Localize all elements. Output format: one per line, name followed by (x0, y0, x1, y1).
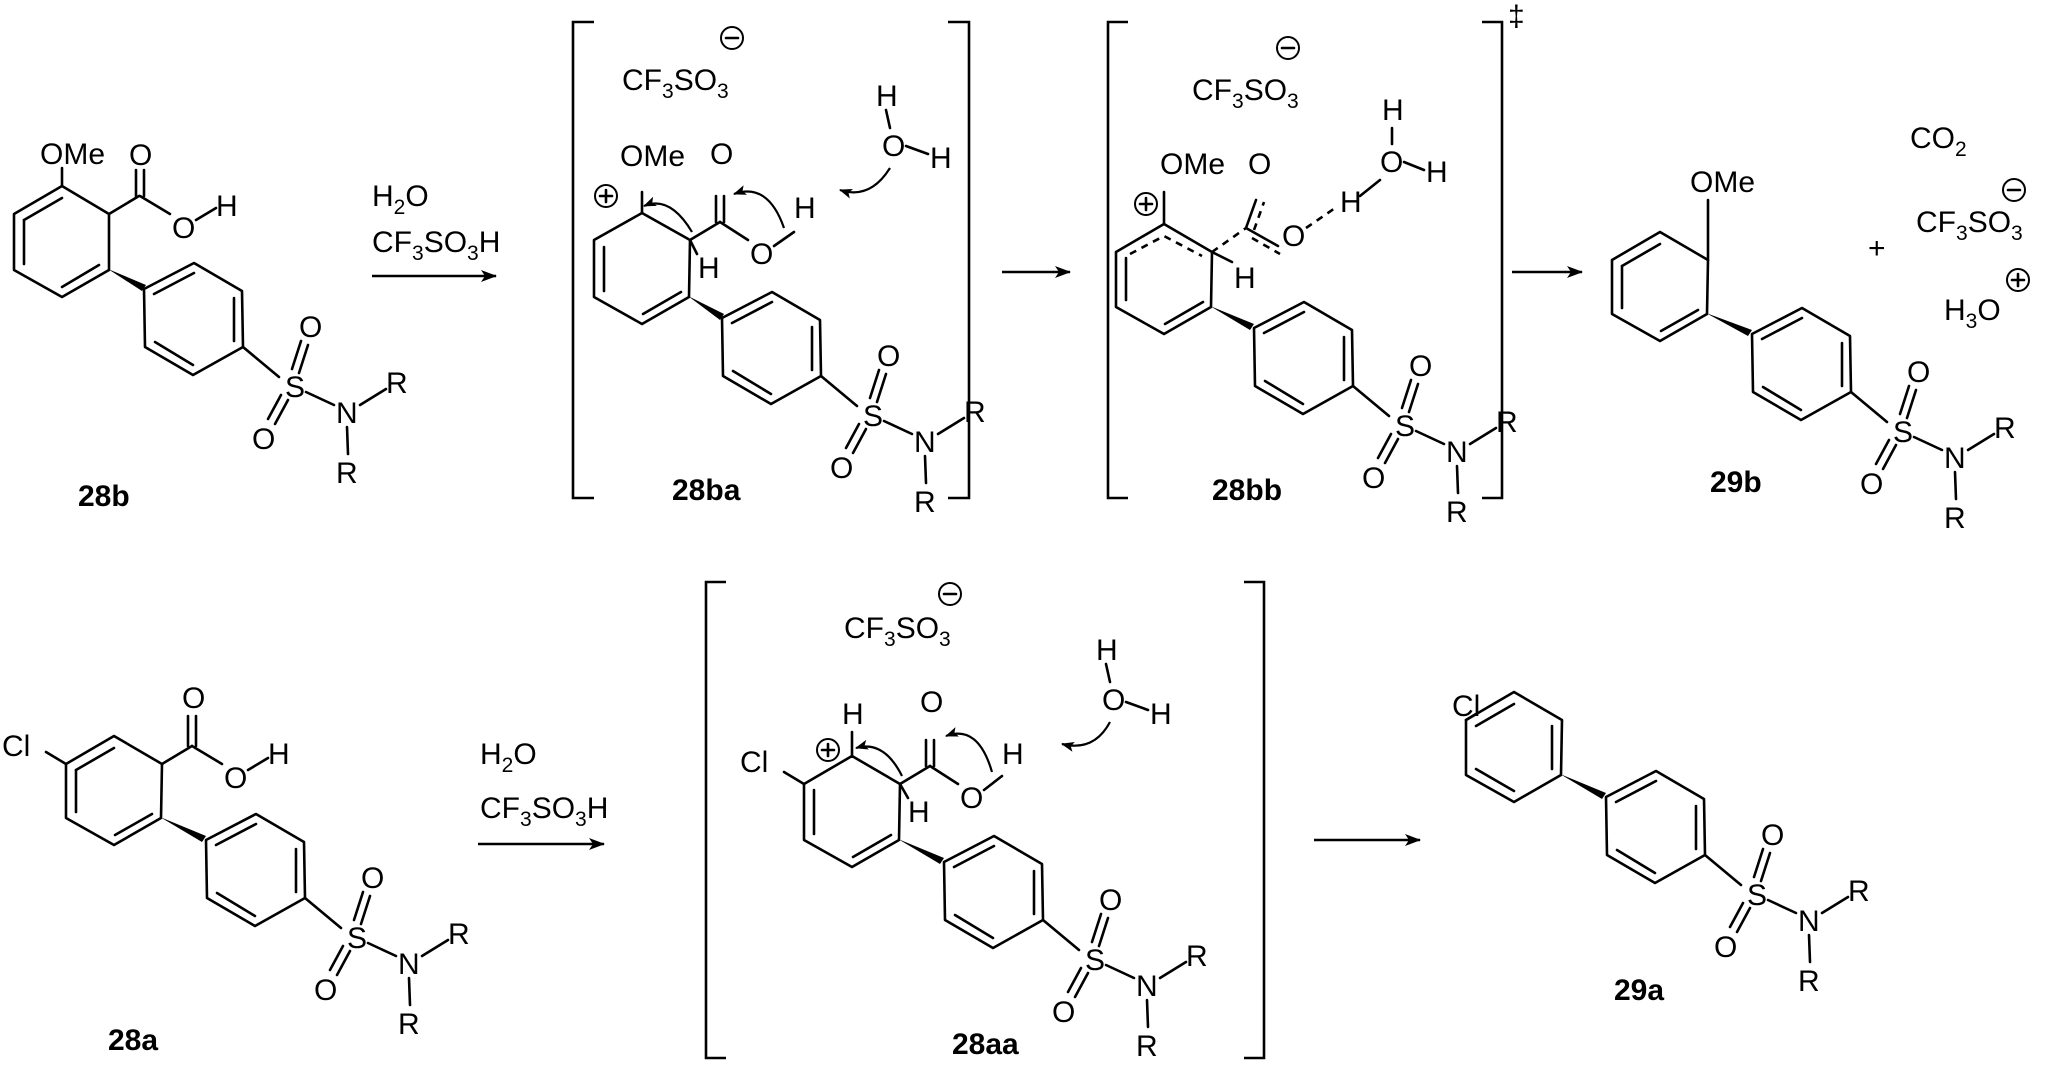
hydroxyl-hydrogen: H (794, 192, 816, 225)
ring-hydrogen: H (842, 698, 864, 731)
carboxylate-oxygen: O (1248, 148, 1271, 181)
compound-28a: Cl O O H 28a (2, 682, 471, 1057)
water-hydrogen: H (930, 142, 952, 175)
reaction-arrow-top-1: H2O CF3SO3H (372, 180, 500, 282)
reaction-arrow-bottom-1: H2O CF3SO3H (478, 738, 608, 850)
ipso-hydrogen: H (1234, 262, 1256, 295)
compound-label-29a: 29a (1614, 974, 1664, 1007)
hydroxyl-oxygen: O (960, 782, 983, 815)
curly-arrow-icon (733, 185, 786, 229)
intermediate-28ba: CF3SO3 OMe O O H H H O H 28ba (571, 20, 987, 521)
triflate-counterion: CF3SO3 (1192, 74, 1299, 113)
compound-29a: Cl 29a (1452, 690, 1871, 1007)
methoxy-group: OMe (1690, 166, 1755, 199)
ipso-hydrogen: H (908, 796, 930, 829)
water-hydrogen: H (1150, 698, 1172, 731)
ipso-hydrogen: H (698, 252, 720, 285)
hydroxyl-oxygen: O (172, 212, 195, 245)
curly-arrow-icon (839, 167, 891, 199)
methoxy-group: OMe (620, 140, 685, 173)
transition-state-28bb: ‡ CF3SO3 OMe O O H H O H H 28bb (1106, 0, 1525, 531)
water-hydrogen: H (1096, 634, 1118, 667)
curly-arrow-icon (855, 739, 903, 777)
compound-label-28a: 28a (108, 1024, 158, 1057)
hydroxyl-hydrogen: H (268, 738, 290, 771)
methoxy-group: OMe (40, 138, 105, 171)
reagent-triflic-acid: CF3SO3H (372, 226, 500, 265)
carbon-dioxide: CO2 (1910, 122, 1967, 161)
water-oxygen: O (1380, 146, 1403, 179)
intermediate-28aa: CF3SO3 Cl H O O H H H O H 28aa (704, 580, 1266, 1065)
water-hydrogen: H (1426, 156, 1448, 189)
compound-label-28aa: 28aa (952, 1028, 1019, 1061)
compound-label-28b: 28b (78, 480, 130, 513)
hydroxyl-oxygen: O (224, 762, 247, 795)
chlorine-atom: Cl (2, 730, 30, 763)
carbonyl-oxygen: O (182, 682, 205, 715)
chlorine-atom: Cl (1452, 690, 1480, 723)
chlorine-atom: Cl (740, 746, 768, 779)
water-oxygen: O (1102, 684, 1125, 717)
carboxylate-oxygen: O (1282, 220, 1305, 253)
compound-label-28ba: 28ba (672, 474, 741, 507)
curly-arrow-icon (643, 196, 693, 233)
triflate-anion: CF3SO3 (1916, 206, 2023, 245)
compound-29b: OMe 29b (1610, 166, 2017, 537)
triflate-counterion: CF3SO3 (622, 64, 729, 103)
plus-sign: + (1868, 232, 1886, 265)
hydroxyl-hydrogen: H (216, 190, 238, 223)
compound-label-28bb: 28bb (1212, 474, 1282, 507)
carbonyl-oxygen: O (129, 139, 152, 172)
triflate-counterion: CF3SO3 (844, 612, 951, 651)
reagent-water: H2O (480, 738, 537, 777)
carbonyl-oxygen: O (710, 138, 733, 171)
water-hydrogen: H (1382, 94, 1404, 127)
water-hydrogen: H (876, 80, 898, 113)
double-dagger: ‡ (1508, 0, 1525, 33)
carbonyl-oxygen: O (920, 686, 943, 719)
reagent-triflic-acid: CF3SO3H (480, 792, 608, 831)
compound-label-29b: 29b (1710, 466, 1762, 499)
compound-28b: OMe O O H 28b (12, 138, 409, 513)
hydroxyl-hydrogen: H (1002, 738, 1024, 771)
hydroxyl-oxygen: O (750, 238, 773, 271)
reagent-water: H2O (372, 180, 429, 219)
transferring-hydrogen: H (1340, 186, 1362, 219)
methoxy-group: OMe (1160, 148, 1225, 181)
curly-arrow-icon (945, 727, 994, 773)
hydronium-ion: H3O (1944, 294, 2001, 333)
water-oxygen: O (882, 130, 905, 163)
byproducts: CO2 + CF3SO3 H3O (1868, 122, 2030, 333)
curly-arrow-icon (1061, 721, 1111, 752)
